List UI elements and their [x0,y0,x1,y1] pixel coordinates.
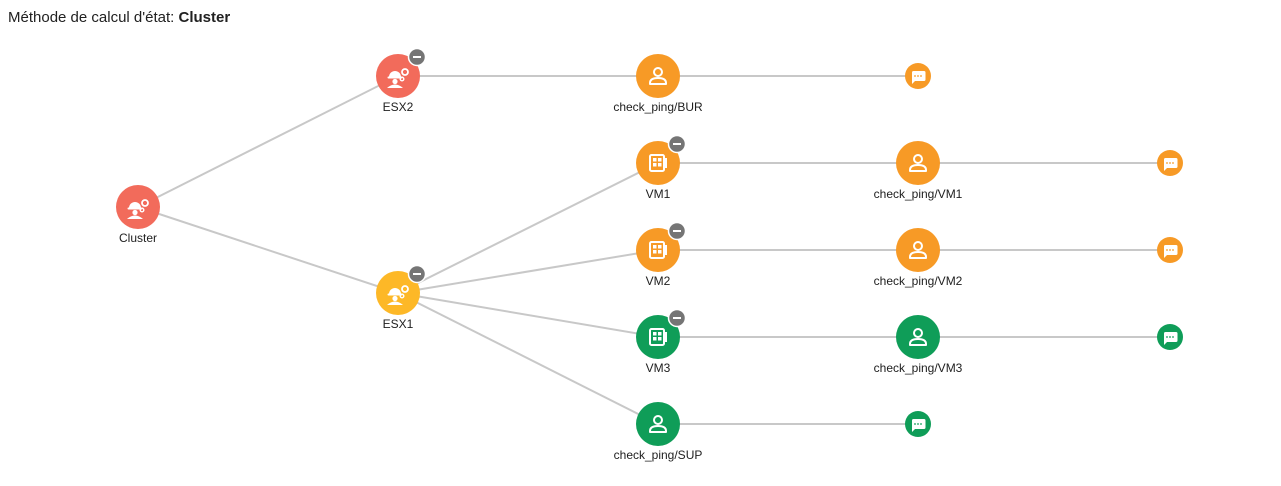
node-c_vm1[interactable] [1157,150,1183,176]
node-label: check_ping/VM1 [874,187,963,201]
service-cluster-icon [387,68,409,88]
edge-esx1-vm1 [397,162,659,294]
edge-cluster-esx2 [137,75,399,208]
node-label: VM2 [646,274,671,288]
person-icon [909,241,927,259]
service-cluster-icon [127,199,149,219]
comment-icon [1164,332,1178,345]
person-icon [909,154,927,172]
node-bur[interactable]: check_ping/BUR [613,54,703,114]
collapse-button[interactable] [407,264,427,284]
node-label: check_ping/VM3 [874,361,963,375]
vm-icon [649,328,667,346]
calc-method-label: Méthode de calcul d'état: [8,9,175,26]
person-icon [909,328,927,346]
service-cluster-icon [387,285,409,305]
vm-icon [649,241,667,259]
node-label: VM3 [646,361,671,375]
calc-method-value: Cluster [178,9,231,26]
collapse-button[interactable] [667,134,687,154]
node-pvm1[interactable]: check_ping/VM1 [874,141,963,201]
node-label: check_ping/VM2 [874,274,963,288]
node-c_sup[interactable] [905,411,931,437]
node-esx2[interactable]: ESX2 [376,47,427,115]
collapse-button[interactable] [667,221,687,241]
edges-layer [137,75,1170,425]
node-label: check_ping/BUR [613,100,703,114]
person-icon [649,415,667,433]
node-sup[interactable]: check_ping/SUP [614,402,703,462]
node-label: ESX1 [383,317,414,331]
collapse-button[interactable] [667,308,687,328]
comment-icon [912,419,926,432]
node-c_vm3[interactable] [1157,324,1183,350]
node-vm2[interactable]: VM2 [636,221,687,289]
edge-esx1-sup [397,292,659,425]
node-label: VM1 [646,187,671,201]
node-c_bur[interactable] [905,63,931,89]
edge-esx1-vm3 [397,292,659,338]
node-cluster[interactable]: Cluster [116,185,160,245]
collapse-button[interactable] [407,47,427,67]
edge-cluster-esx1 [137,206,399,294]
person-icon [649,67,667,85]
node-label: check_ping/SUP [614,448,703,462]
node-esx1[interactable]: ESX1 [376,264,427,332]
page-title: Méthode de calcul d'état: Cluster [8,9,230,26]
node-label: ESX2 [383,100,414,114]
comment-icon [1164,245,1178,258]
vm-icon [649,154,667,172]
comment-icon [912,71,926,84]
comment-icon [1164,158,1178,171]
node-c_vm2[interactable] [1157,237,1183,263]
node-pvm2[interactable]: check_ping/VM2 [874,228,963,288]
node-vm3[interactable]: VM3 [636,308,687,376]
edge-esx1-vm2 [397,249,659,294]
node-pvm3[interactable]: check_ping/VM3 [874,315,963,375]
node-label: Cluster [119,231,157,245]
node-vm1[interactable]: VM1 [636,134,687,202]
